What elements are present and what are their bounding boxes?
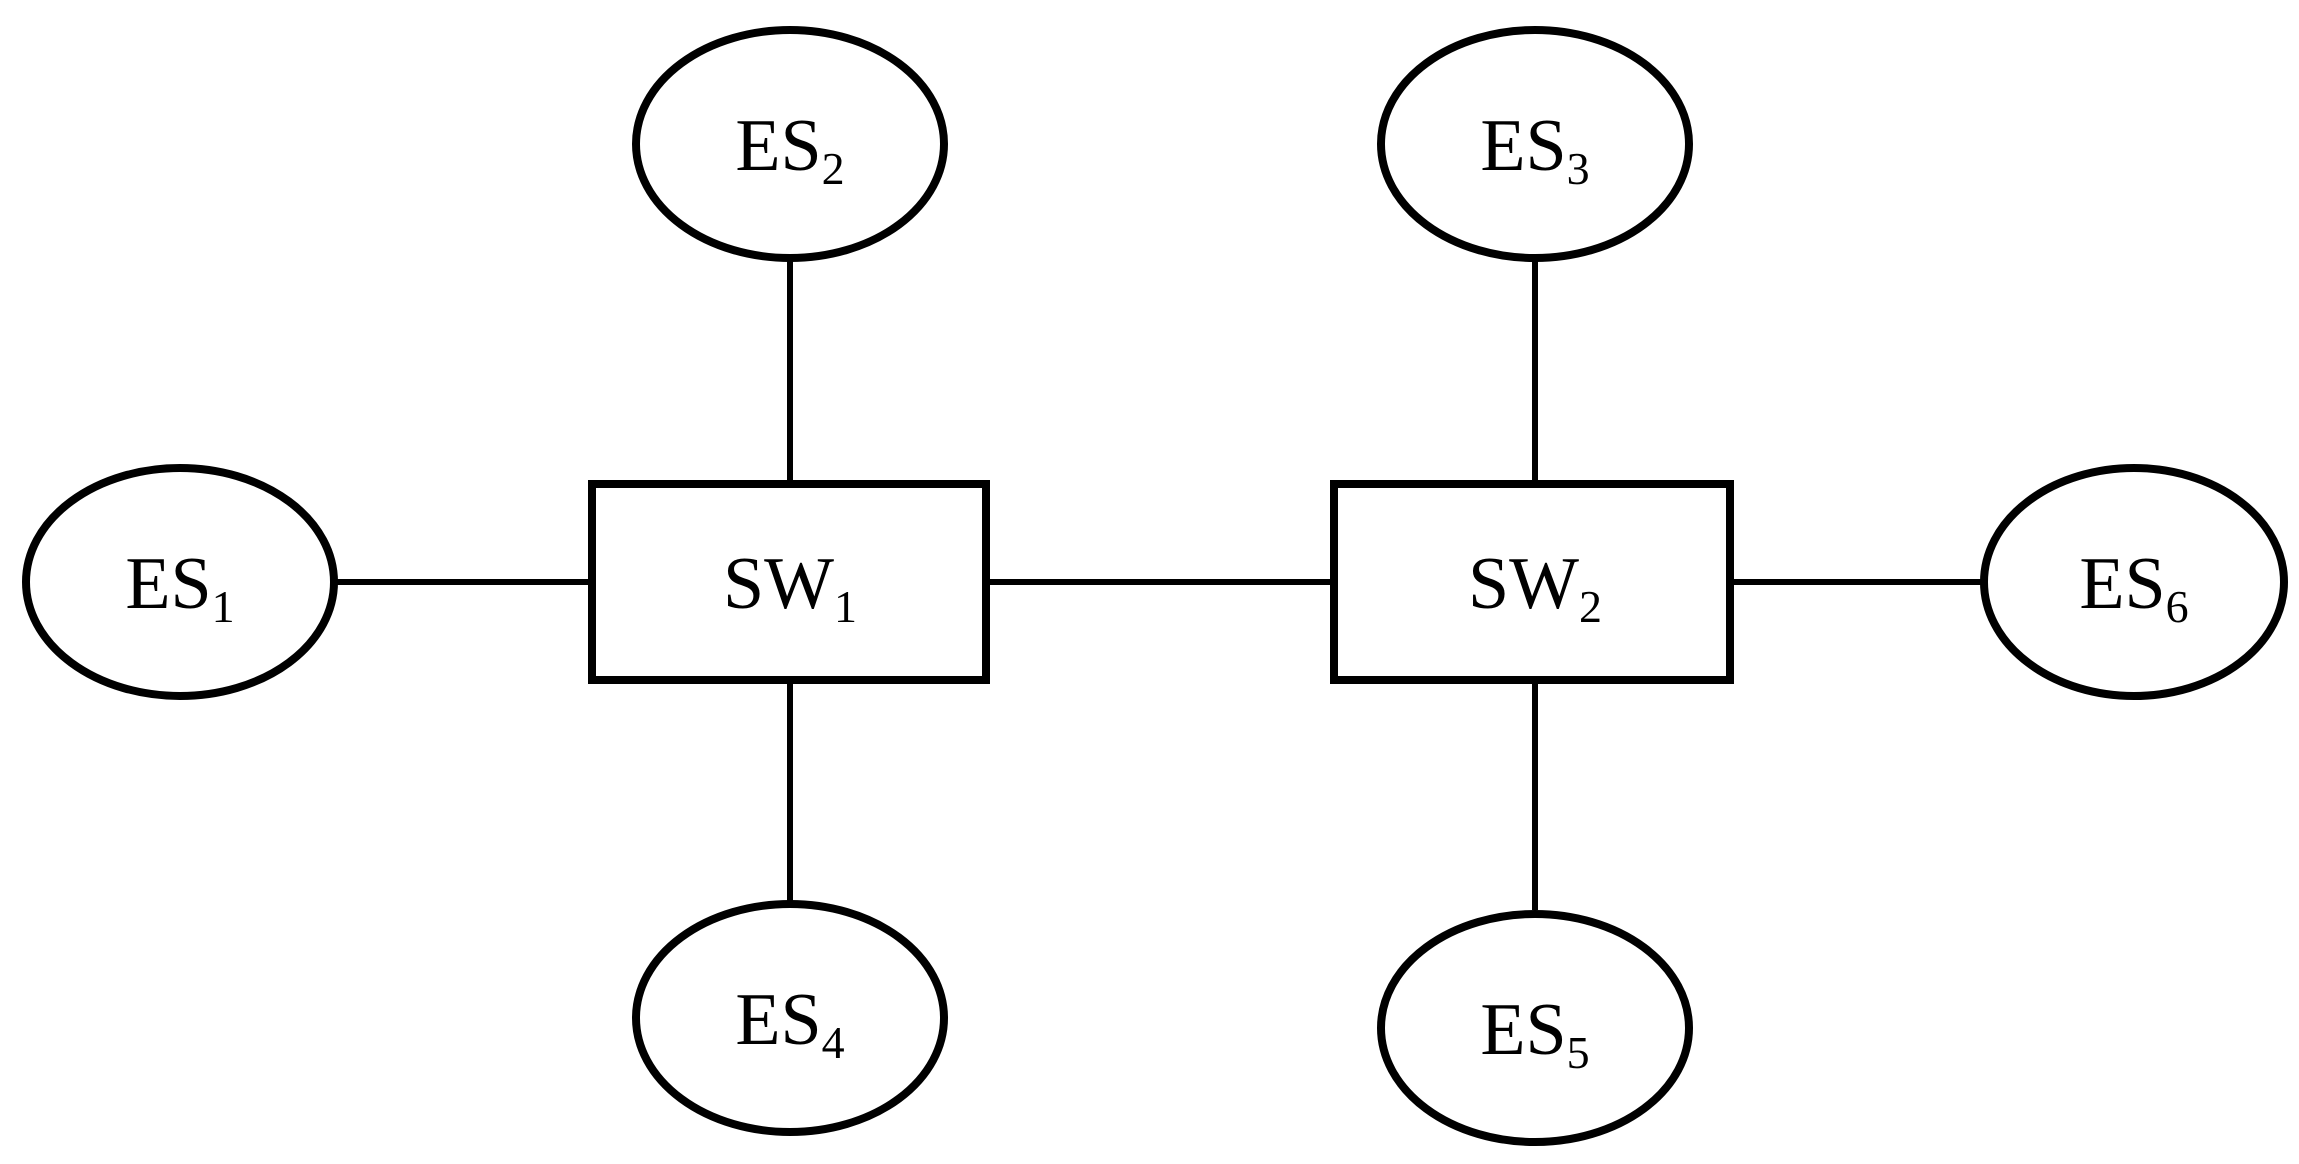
- node-sw2-label: SW2: [1468, 543, 1602, 632]
- node-es5: ES5: [1377, 910, 1693, 1146]
- node-es4-label: ES4: [735, 979, 844, 1068]
- node-sw2: SW2: [1330, 480, 1734, 684]
- node-es3: ES3: [1377, 26, 1693, 262]
- node-es3-label: ES3: [1480, 105, 1589, 194]
- node-es2-label: ES2: [735, 105, 844, 194]
- node-sw1-label: SW1: [723, 543, 857, 632]
- node-es1-label: ES1: [125, 543, 234, 632]
- node-es4: ES4: [632, 900, 948, 1136]
- node-es6: ES6: [1980, 464, 2288, 700]
- node-es1: ES1: [22, 464, 338, 700]
- node-es6-label: ES6: [2079, 543, 2188, 632]
- node-es2: ES2: [632, 26, 948, 262]
- node-sw1: SW1: [588, 480, 990, 684]
- node-es5-label: ES5: [1480, 989, 1589, 1078]
- links: [336, 258, 1984, 910]
